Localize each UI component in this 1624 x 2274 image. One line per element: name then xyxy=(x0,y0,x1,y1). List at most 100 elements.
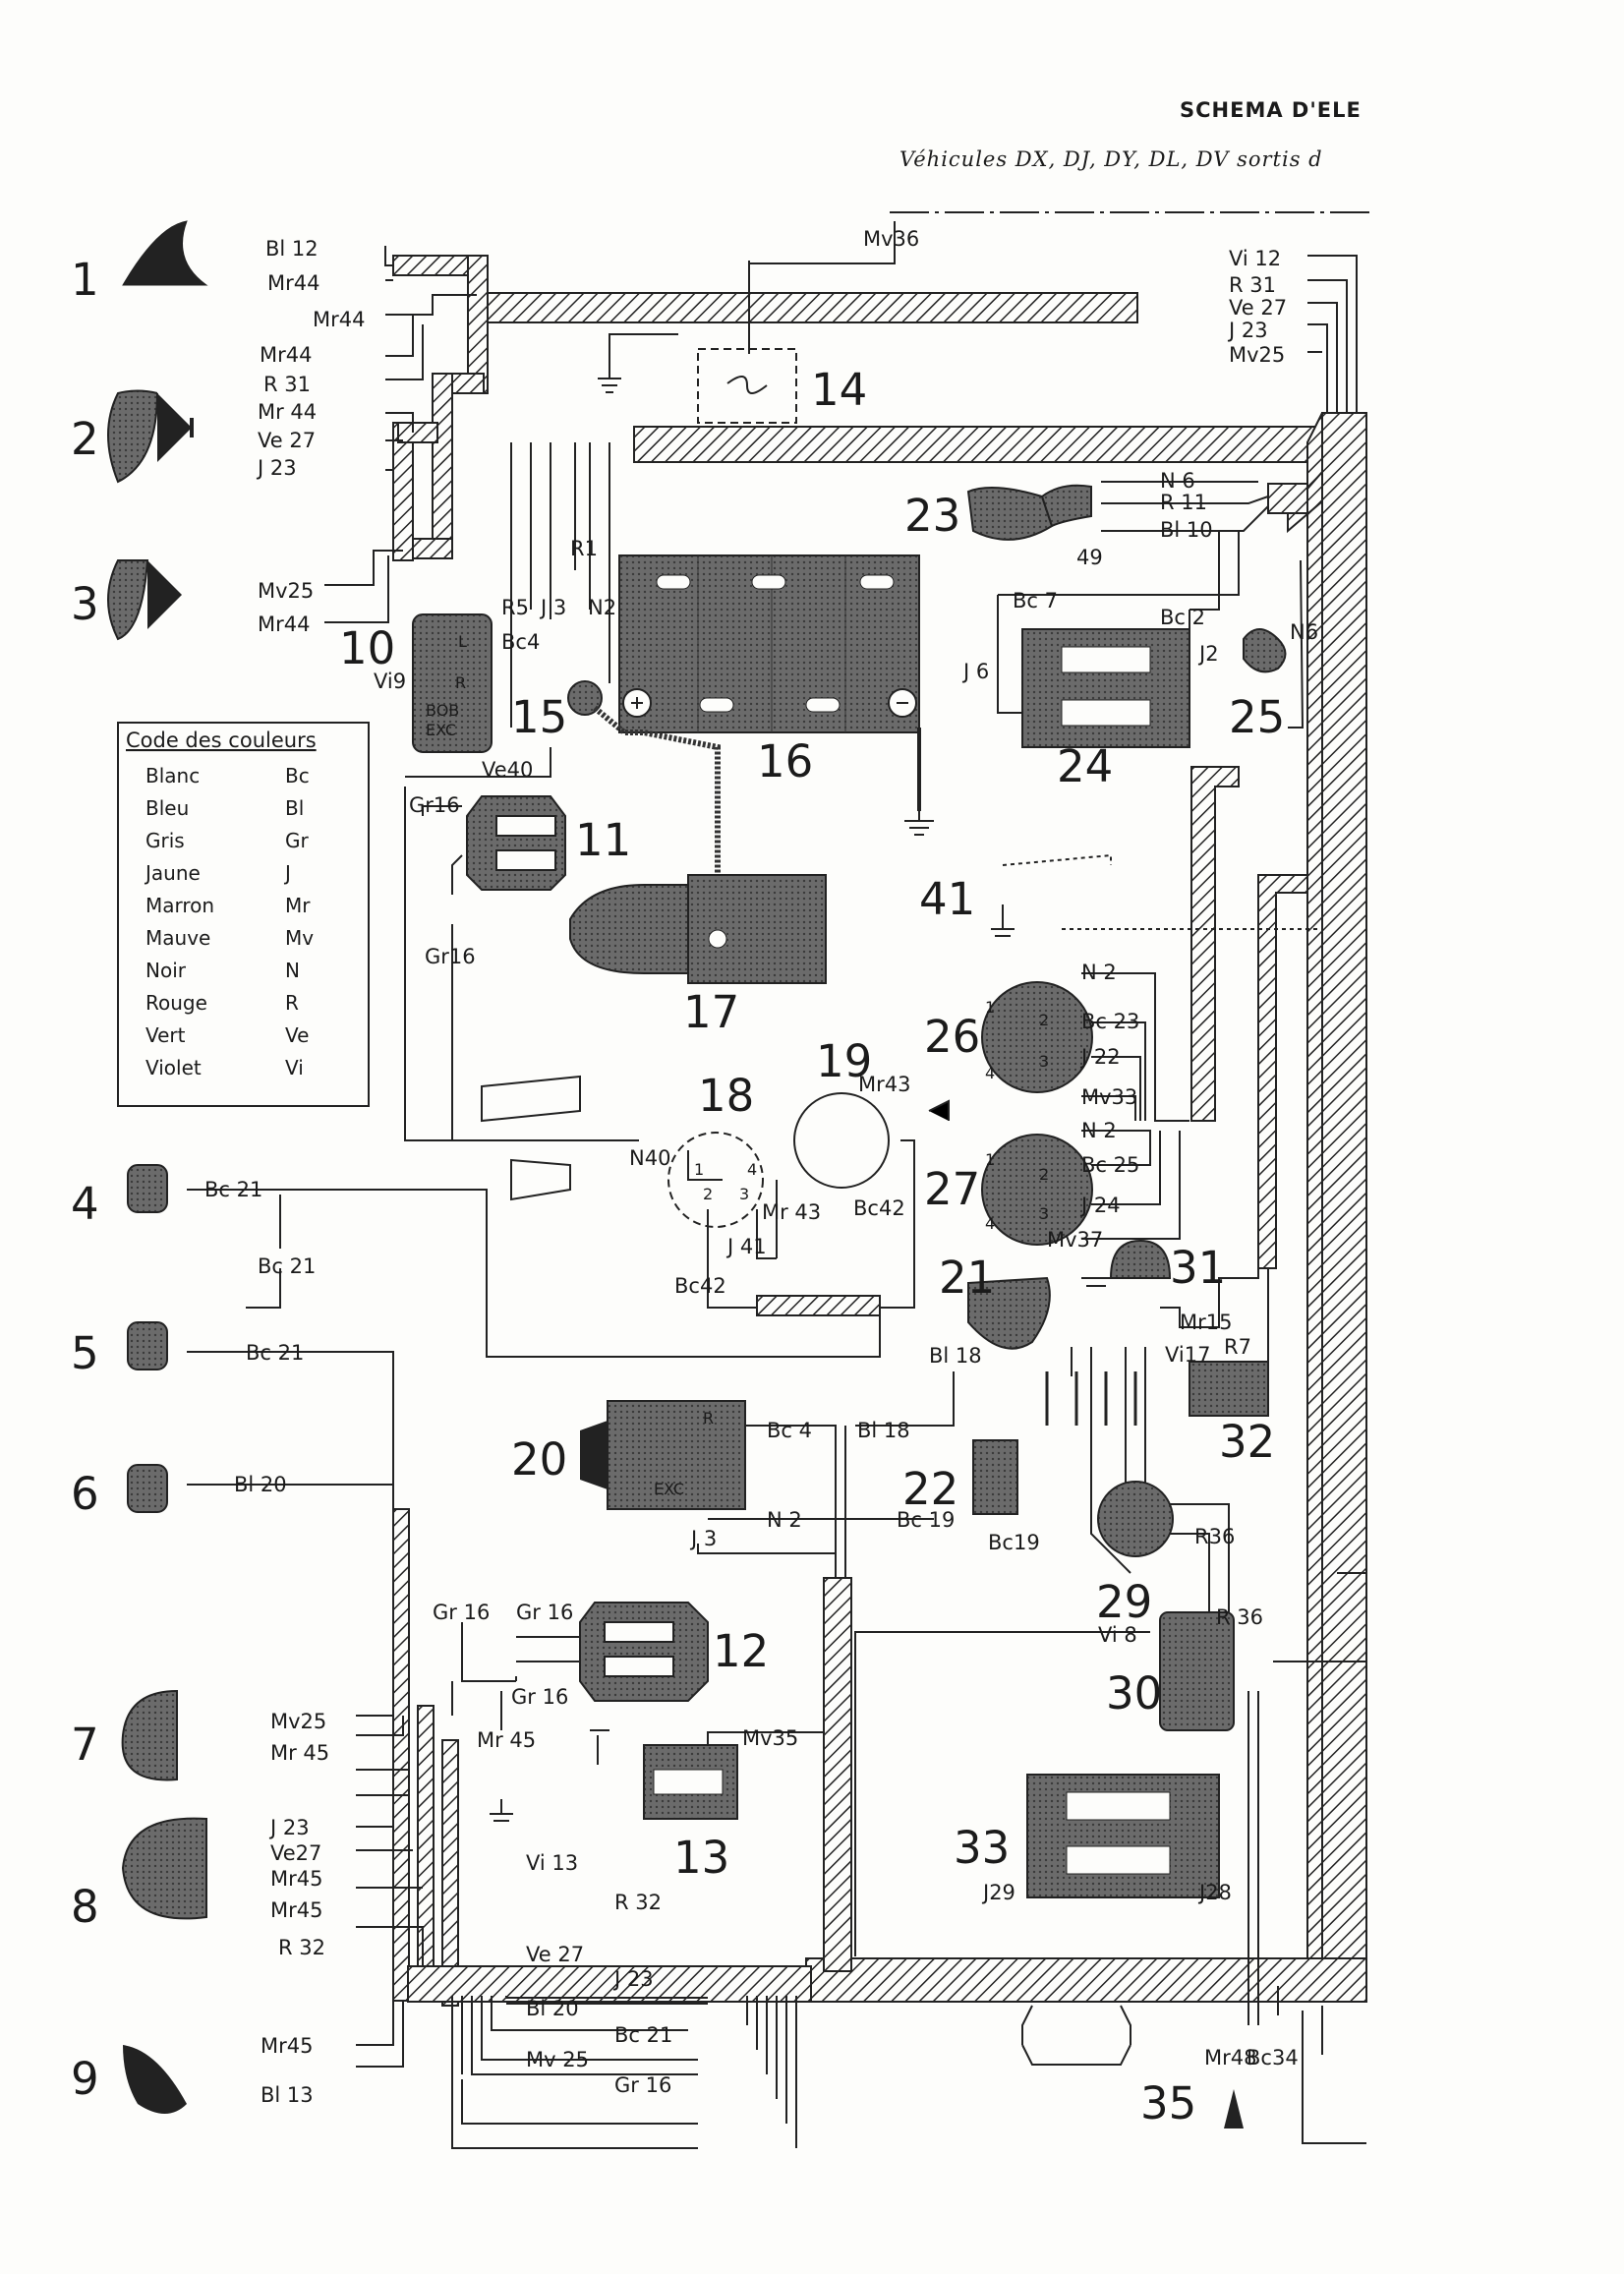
wire-label: R 11 xyxy=(1160,491,1207,514)
terminal-mark: EXC xyxy=(654,1480,684,1498)
comp-num: 16 xyxy=(757,735,813,787)
wire-label: Bc 21 xyxy=(614,2023,672,2047)
wire-label: Gr 16 xyxy=(433,1601,490,1624)
wire-label: R 31 xyxy=(263,373,311,396)
comp-num: 25 xyxy=(1229,691,1285,743)
wire-label: Gr16 xyxy=(425,945,476,968)
headlamp-8 xyxy=(121,1817,207,1920)
regulator-10 xyxy=(412,613,493,753)
comp-num: 13 xyxy=(673,1832,729,1884)
spark-plugs xyxy=(1045,1371,1137,1426)
comp-num: 27 xyxy=(924,1163,980,1215)
component-15 xyxy=(567,680,603,716)
wire-label: Bc 25 xyxy=(1081,1153,1139,1177)
comp-num: 8 xyxy=(71,1881,99,1933)
legend-color-code: Vi xyxy=(285,1056,304,1079)
wire-label: J 22 xyxy=(1079,1045,1121,1069)
wire-label: Mr45 xyxy=(270,1867,322,1891)
wire-label: N2 xyxy=(588,596,616,619)
wire-label: Bc 23 xyxy=(1081,1010,1139,1033)
starter-17 xyxy=(569,874,827,984)
component-19 xyxy=(793,1092,890,1189)
wire-label: R7 xyxy=(1224,1335,1251,1359)
wire-label: Gr 16 xyxy=(614,2073,671,2097)
wire-label: J 6 xyxy=(961,660,989,683)
legend-color-name: Noir xyxy=(145,959,187,982)
legend-color-code: J xyxy=(283,861,291,885)
comp-num: 31 xyxy=(1170,1242,1226,1294)
horn-left xyxy=(481,1075,581,1123)
wire-label: Bl 20 xyxy=(526,1997,579,2020)
wire-label: Bc 21 xyxy=(204,1178,262,1201)
comp-num: 23 xyxy=(904,490,960,542)
terminal-mark: EXC xyxy=(426,721,456,739)
component-25 xyxy=(1243,628,1287,673)
comp-num: 41 xyxy=(919,873,975,925)
wire-label: Bl 13 xyxy=(261,2083,314,2107)
lamp-5 xyxy=(127,1321,168,1370)
component-26 xyxy=(981,981,1093,1093)
terminal-mark: 3 xyxy=(1039,1204,1049,1223)
wire-label: R1 xyxy=(570,537,598,560)
wire-label: N6 xyxy=(1290,620,1318,644)
component-27 xyxy=(981,1134,1093,1246)
comp-num: 33 xyxy=(954,1822,1010,1874)
ground-symbols xyxy=(490,354,1111,1822)
wire-label: J 23 xyxy=(1227,319,1268,342)
wire-label: N 6 xyxy=(1160,469,1195,493)
wire-label: Mv25 xyxy=(270,1710,326,1733)
wire-label: R5 xyxy=(501,596,529,619)
wire-label: Mv36 xyxy=(863,227,919,251)
wire-label: Vi9 xyxy=(374,670,406,693)
harnesses xyxy=(392,255,1367,2007)
coil-30 xyxy=(1159,1611,1235,1731)
wire-label: Vi17 xyxy=(1165,1343,1210,1367)
wire-label: Bc19 xyxy=(988,1531,1040,1554)
component-35 xyxy=(1224,2089,1244,2128)
wire-label: Mr 44 xyxy=(258,400,317,424)
wire-label: Bl 18 xyxy=(857,1419,910,1442)
comp-num: 29 xyxy=(1096,1576,1152,1628)
wire-label: J 3 xyxy=(689,1527,717,1550)
wire-label: Ve40 xyxy=(482,758,533,782)
wire-label: Gr16 xyxy=(409,793,460,817)
comp-num: 4 xyxy=(71,1178,99,1230)
terminal-mark: 1 xyxy=(985,1150,995,1169)
wire-label: Bc 21 xyxy=(258,1254,316,1278)
wire-label: Mr44 xyxy=(313,308,365,331)
switch-24 xyxy=(1021,628,1190,748)
header-title: SCHEMA D'ELE xyxy=(1180,98,1362,122)
comp-num: 22 xyxy=(902,1463,958,1515)
component-31 xyxy=(1109,1239,1172,1279)
wire-label: J 41 xyxy=(725,1235,767,1258)
lamp-7 xyxy=(121,1689,178,1781)
wire-label: R 32 xyxy=(614,1891,662,1914)
wire-label: Mr44 xyxy=(260,343,312,367)
lamp-21 xyxy=(967,1276,1051,1350)
wire-label: Vi 12 xyxy=(1229,247,1281,270)
wire-label: J2 xyxy=(1197,642,1219,666)
component-13 xyxy=(643,1744,738,1820)
wire-label: R 32 xyxy=(278,1936,325,1959)
terminal-marks: L R BOB EXC R EXC 1 2 3 4 1 2 3 4 1 2 3 … xyxy=(426,632,1049,1498)
comp-num: 1 xyxy=(71,254,99,306)
comp-num: 9 xyxy=(71,2053,99,2105)
wire-label: Bl 18 xyxy=(929,1344,982,1368)
legend-color-name: Gris xyxy=(145,829,185,852)
comp-num: 3 xyxy=(71,578,99,630)
wire-label: Mv25 xyxy=(1229,343,1285,367)
wire-label: Mr 45 xyxy=(270,1741,329,1765)
switch-33 xyxy=(1026,1774,1220,1898)
relay-12 xyxy=(579,1602,709,1702)
legend-color-code: Mv xyxy=(285,926,314,950)
terminal-mark: 4 xyxy=(747,1160,757,1179)
legend-color-code: R xyxy=(285,991,299,1015)
wire-label: Mr15 xyxy=(1180,1311,1232,1334)
wire-label: Vi 8 xyxy=(1098,1623,1137,1647)
legend-color-name: Bleu xyxy=(145,796,189,820)
terminal-mark: 1 xyxy=(694,1160,704,1179)
comp-num: 35 xyxy=(1140,2077,1196,2129)
legend-color-name: Mauve xyxy=(145,926,210,950)
wire-label: Vi 13 xyxy=(526,1851,578,1875)
wire-label: Bc 19 xyxy=(897,1508,955,1532)
